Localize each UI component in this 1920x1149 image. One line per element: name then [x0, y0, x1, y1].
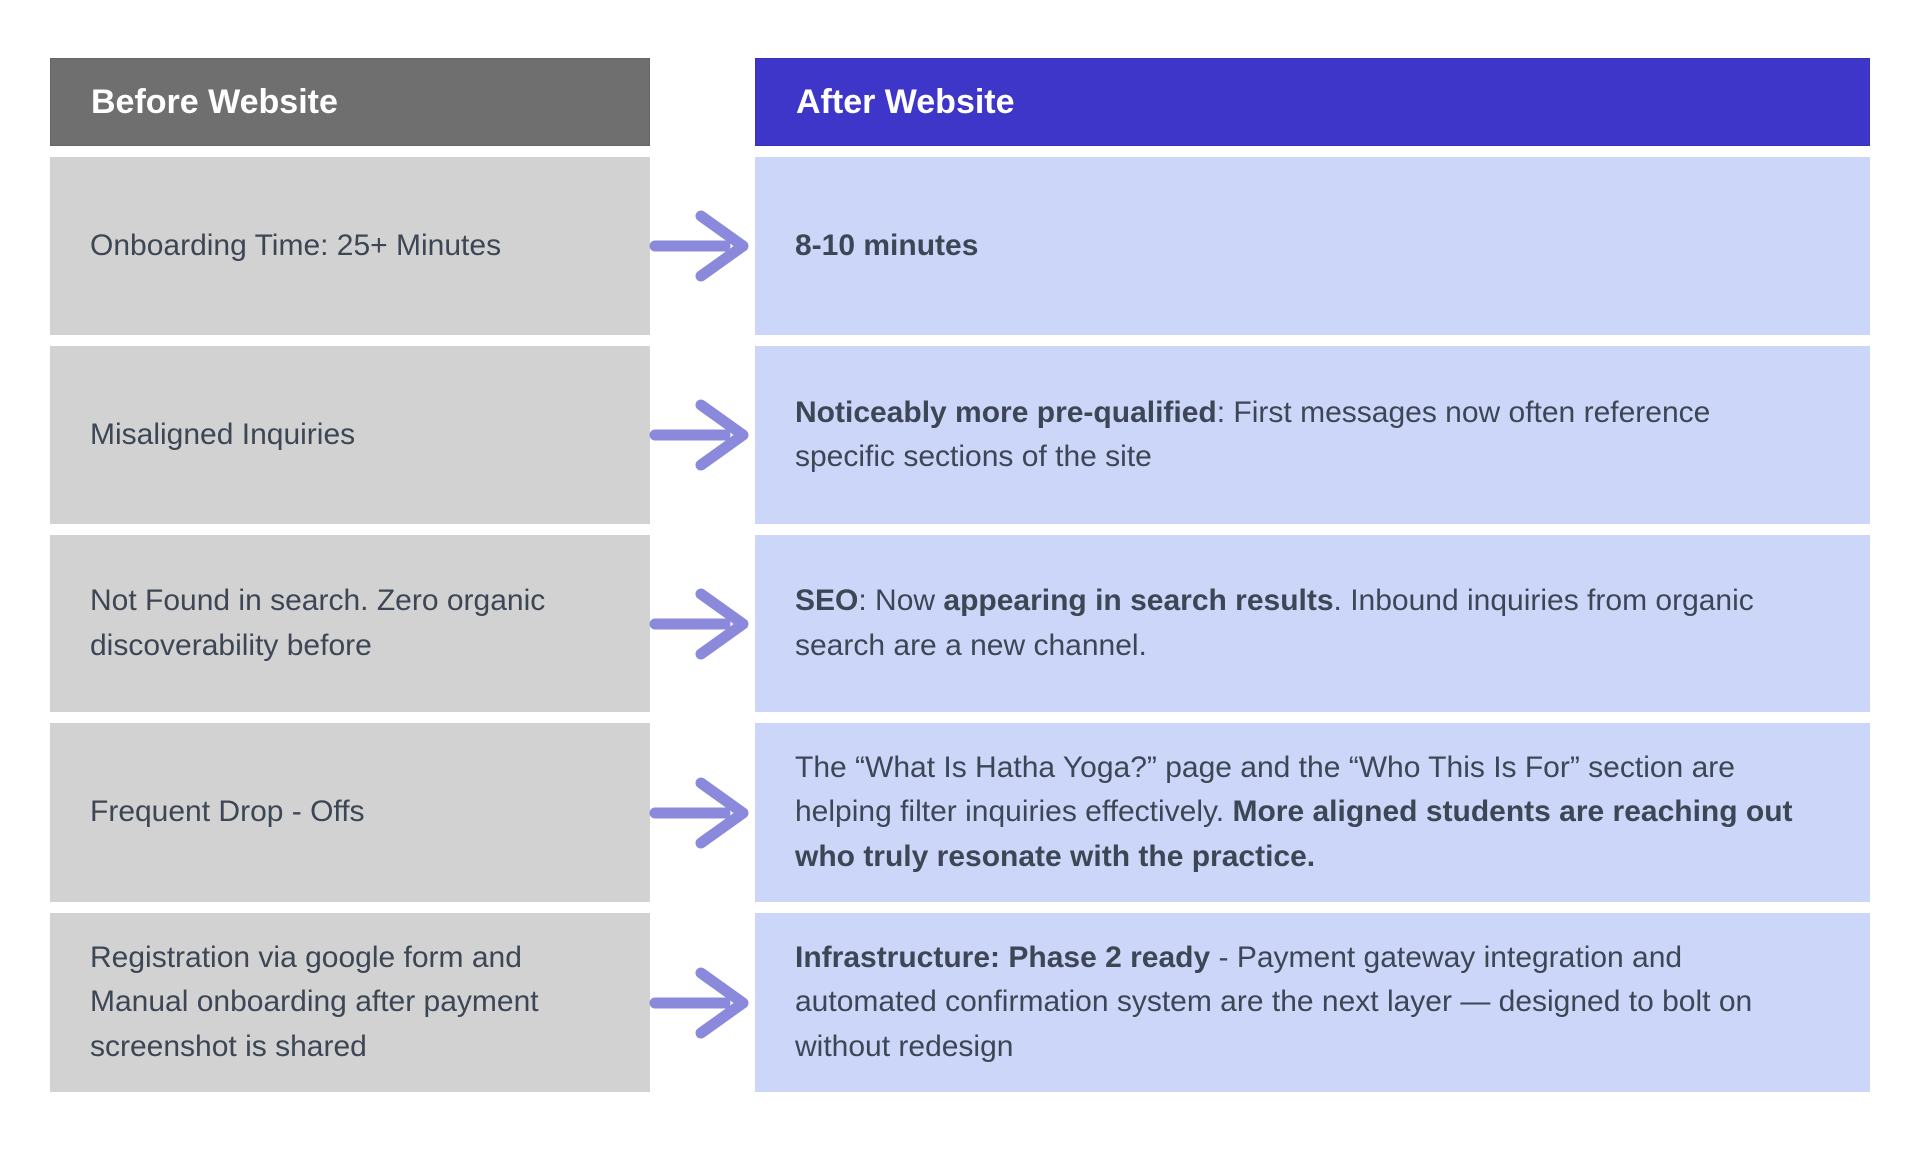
before-cell-not-found-in-search: Not Found in search. Zero organic discov… [50, 535, 650, 712]
after-header-label: After Website [796, 82, 1015, 121]
after-text: Infrastructure: Phase 2 ready - Payment … [795, 941, 1753, 1063]
after-cell-seo: SEO: Now appearing in search results. In… [755, 535, 1870, 712]
right-arrow-icon [649, 967, 748, 1038]
after-text: Noticeably more pre-qualified: First mes… [795, 395, 1711, 473]
before-cell-registration-google-form: Registration via google form and Manual … [50, 913, 650, 1092]
arrow-cell [649, 913, 755, 1092]
before-text: Misaligned Inquiries [90, 417, 356, 451]
after-website-header: After Website [755, 58, 1870, 146]
after-cell-prequalified: Noticeably more pre-qualified: First mes… [755, 346, 1870, 524]
arrow-cell [649, 535, 755, 712]
before-text: Registration via google form and Manual … [90, 941, 539, 1063]
before-cell-frequent-drop-offs: Frequent Drop - Offs [50, 723, 650, 902]
before-text: Onboarding Time: 25+ Minutes [90, 228, 502, 262]
before-website-header: Before Website [50, 58, 650, 146]
after-text: 8-10 minutes [795, 228, 979, 262]
arrow-cell [649, 346, 755, 524]
before-text: Not Found in search. Zero organic discov… [90, 584, 546, 662]
after-cell-infrastructure: Infrastructure: Phase 2 ready - Payment … [755, 913, 1870, 1092]
arrow-cell [649, 157, 755, 335]
right-arrow-icon [649, 588, 748, 659]
after-cell-filtering-pages: The “What Is Hatha Yoga?” page and the “… [755, 723, 1870, 902]
right-arrow-icon [649, 399, 748, 471]
right-arrow-icon [649, 777, 748, 848]
before-cell-misaligned-inquiries: Misaligned Inquiries [50, 346, 650, 524]
comparison-grid: Before Website After Website Onboarding … [50, 58, 1870, 1092]
right-arrow-icon [649, 210, 748, 282]
header-gutter [650, 58, 755, 146]
before-header-label: Before Website [91, 82, 338, 121]
after-cell-onboarding-time: 8-10 minutes [755, 157, 1870, 335]
before-text: Frequent Drop - Offs [90, 795, 365, 829]
arrow-cell [649, 723, 755, 902]
after-text: The “What Is Hatha Yoga?” page and the “… [795, 751, 1793, 873]
after-text: SEO: Now appearing in search results. In… [795, 584, 1754, 662]
before-cell-onboarding-time: Onboarding Time: 25+ Minutes [50, 157, 650, 335]
